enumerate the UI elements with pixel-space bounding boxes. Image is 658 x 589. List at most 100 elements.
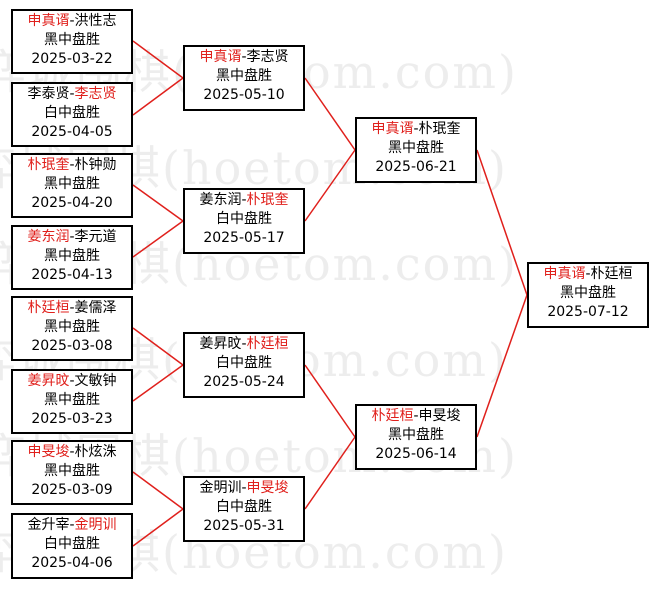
match-result: 黑中盘胜 (560, 285, 616, 301)
match-box: 金升宰-金明训 白中盘胜 2025-04-06 (11, 513, 133, 579)
match-result: 白中盘胜 (44, 536, 100, 552)
match-result: 黑中盘胜 (44, 176, 100, 192)
match-result: 白中盘胜 (216, 211, 272, 227)
player-one: 申真谞 (371, 121, 414, 137)
match-date: 2025-05-10 (203, 87, 285, 103)
match-box: 申旻埈-朴炫洙 黑中盘胜 2025-03-09 (11, 440, 133, 505)
player-one: 申真谞 (199, 49, 242, 65)
connector-line (132, 508, 184, 547)
connector-line (476, 294, 528, 438)
final-match-box: 申真谞-朴廷桓 黑中盘胜 2025-07-12 (527, 262, 649, 328)
match-result: 黑中盘胜 (44, 463, 100, 479)
match-box: 姜东润-朴珉奎 白中盘胜 2025-05-17 (183, 188, 305, 254)
match-date: 2025-03-09 (31, 482, 113, 498)
match-box: 朴廷桓-申旻埈 黑中盘胜 2025-06-14 (355, 404, 477, 470)
match-players: 姜东润-朴珉奎 (199, 192, 289, 208)
match-players: 申真谞-朴廷桓 (543, 266, 633, 282)
match-box: 朴廷桓-姜儒泽 黑中盘胜 2025-03-08 (11, 296, 133, 361)
connector-line (132, 77, 184, 116)
player-two: 文敏钟 (74, 373, 117, 389)
match-date: 2025-03-22 (31, 51, 113, 67)
player-two: 洪性志 (74, 13, 117, 29)
match-date: 2025-06-21 (375, 159, 457, 175)
player-one: 朴廷桓 (27, 300, 70, 316)
match-date: 2025-03-23 (31, 411, 113, 427)
match-players: 申真谞-李志贤 (199, 49, 289, 65)
match-result: 白中盘胜 (216, 499, 272, 515)
player-two: 朴廷桓 (590, 266, 633, 282)
match-players: 姜昇旼-文敏钟 (27, 373, 117, 389)
connector-line (132, 220, 184, 258)
connector-line (476, 149, 528, 296)
match-result: 白中盘胜 (216, 355, 272, 371)
match-players: 朴珉奎-朴钟勋 (27, 157, 117, 173)
player-two: 朴珉奎 (418, 121, 461, 137)
match-players: 金明训-申旻埈 (199, 480, 289, 496)
player-one: 申旻埈 (27, 444, 70, 460)
player-two: 李志贤 (74, 86, 117, 102)
match-box: 申真谞-李志贤 黑中盘胜 2025-05-10 (183, 45, 305, 111)
match-date: 2025-03-08 (31, 338, 113, 354)
match-players: 朴廷桓-姜儒泽 (27, 300, 117, 316)
player-two: 金明训 (74, 517, 117, 533)
player-one: 姜东润 (199, 192, 242, 208)
player-one: 李泰贤 (27, 86, 70, 102)
player-two: 李志贤 (246, 49, 289, 65)
match-box: 朴珉奎-朴钟勋 黑中盘胜 2025-04-20 (11, 153, 133, 218)
player-two: 申旻埈 (246, 480, 289, 496)
player-two: 朴珉奎 (246, 192, 289, 208)
connector-line (132, 364, 184, 402)
match-result: 黑中盘胜 (44, 248, 100, 264)
match-result: 白中盘胜 (44, 105, 100, 121)
match-box: 姜东润-李元道 黑中盘胜 2025-04-13 (11, 225, 133, 290)
match-box: 申真谞-洪性志 黑中盘胜 2025-03-22 (11, 9, 133, 74)
player-two: 申旻埈 (418, 408, 461, 424)
player-two: 李元道 (74, 229, 117, 245)
match-result: 黑中盘胜 (44, 32, 100, 48)
match-date: 2025-04-05 (31, 124, 113, 140)
connector-line (304, 436, 356, 510)
player-two: 朴廷桓 (246, 336, 289, 352)
connector-line (304, 149, 356, 222)
player-two: 朴钟勋 (74, 157, 117, 173)
match-date: 2025-05-17 (203, 230, 285, 246)
connector-line (132, 40, 184, 79)
player-one: 朴廷桓 (371, 408, 414, 424)
player-one: 姜东润 (27, 229, 70, 245)
match-players: 姜昇旼-朴廷桓 (199, 336, 289, 352)
match-result: 黑中盘胜 (44, 319, 100, 335)
match-players: 申旻埈-朴炫洙 (27, 444, 117, 460)
player-one: 申真谞 (543, 266, 586, 282)
player-one: 朴珉奎 (27, 157, 70, 173)
match-players: 朴廷桓-申旻埈 (371, 408, 461, 424)
match-box: 申真谞-朴珉奎 黑中盘胜 2025-06-21 (355, 117, 477, 183)
player-one: 金升宰 (27, 517, 70, 533)
match-date: 2025-05-24 (203, 374, 285, 390)
match-players: 申真谞-朴珉奎 (371, 121, 461, 137)
match-box: 姜昇旼-文敏钟 黑中盘胜 2025-03-23 (11, 369, 133, 434)
match-players: 姜东润-李元道 (27, 229, 117, 245)
match-players: 李泰贤-李志贤 (27, 86, 117, 102)
match-date: 2025-05-31 (203, 518, 285, 534)
connector-line (304, 77, 356, 151)
player-two: 姜儒泽 (74, 300, 117, 316)
player-one: 姜昇旼 (199, 336, 242, 352)
match-date: 2025-04-06 (31, 555, 113, 571)
match-players: 申真谞-洪性志 (27, 13, 117, 29)
match-date: 2025-04-20 (31, 195, 113, 211)
connector-line (132, 471, 184, 510)
match-box: 姜昇旼-朴廷桓 白中盘胜 2025-05-24 (183, 332, 305, 398)
connector-line (132, 327, 184, 366)
connector-line (304, 364, 356, 438)
match-date: 2025-07-12 (547, 304, 629, 320)
match-players: 金升宰-金明训 (27, 517, 117, 533)
player-two: 朴炫洙 (74, 444, 117, 460)
match-result: 黑中盘胜 (216, 68, 272, 84)
match-result: 黑中盘胜 (388, 140, 444, 156)
match-box: 金明训-申旻埈 白中盘胜 2025-05-31 (183, 476, 305, 542)
match-date: 2025-06-14 (375, 446, 457, 462)
player-one: 金明训 (199, 480, 242, 496)
match-date: 2025-04-13 (31, 267, 113, 283)
match-result: 黑中盘胜 (388, 427, 444, 443)
